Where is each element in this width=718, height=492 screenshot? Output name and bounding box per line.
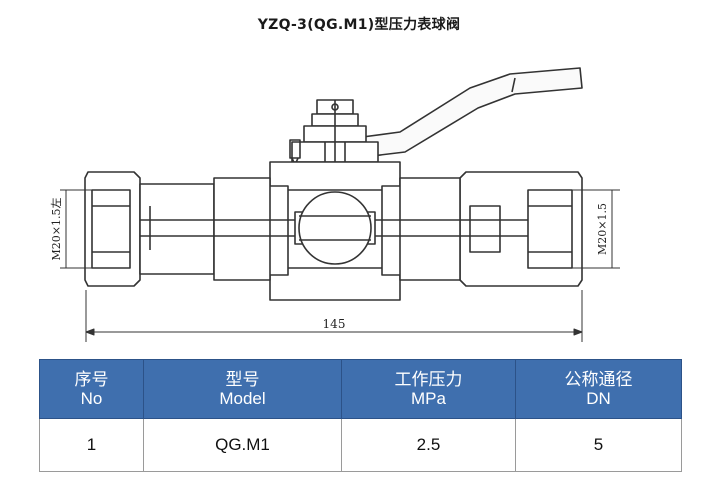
valve-body <box>269 161 401 301</box>
valve-stem <box>291 99 379 190</box>
right-fitting <box>375 171 583 287</box>
right-thread-label: M20×1.5 <box>596 203 609 255</box>
header-pressure: 工作压力 MPa <box>341 359 516 419</box>
table-row: 1 QG.M1 2.5 5 <box>39 418 682 472</box>
cell-diameter: 5 <box>515 418 682 472</box>
dimension-lines <box>60 189 620 342</box>
valve-drawing: M20×1.5左 M20×1.5 145 <box>50 67 620 342</box>
handle-lever <box>354 67 583 159</box>
left-fitting <box>84 171 295 287</box>
header-diameter-en: DN <box>586 389 611 408</box>
header-no: 序号 No <box>39 359 144 419</box>
header-pressure-cn: 工作压力 <box>394 370 463 389</box>
header-model-en: Model <box>219 389 266 408</box>
header-model: 型号 Model <box>143 359 342 419</box>
header-pressure-en: MPa <box>411 389 446 408</box>
left-thread-label: M20×1.5左 <box>50 198 63 261</box>
header-diameter: 公称通径 DN <box>515 359 682 419</box>
spec-table: 序号 No 型号 Model 工作压力 MPa 公称通径 DN 1 QG.M1 … <box>39 359 682 472</box>
table-header-row: 序号 No 型号 Model 工作压力 MPa 公称通径 DN <box>39 359 682 419</box>
cell-pressure: 2.5 <box>341 418 516 472</box>
header-model-cn: 型号 <box>225 370 260 389</box>
page-title: YZQ-3(QG.M1)型压力表球阀 <box>257 17 461 33</box>
cell-no: 1 <box>39 418 144 472</box>
cell-model: QG.M1 <box>143 418 342 472</box>
header-no-en: No <box>80 389 103 408</box>
length-label: 145 <box>323 317 346 331</box>
header-no-cn: 序号 <box>74 370 109 389</box>
header-diameter-cn: 公称通径 <box>564 370 633 389</box>
